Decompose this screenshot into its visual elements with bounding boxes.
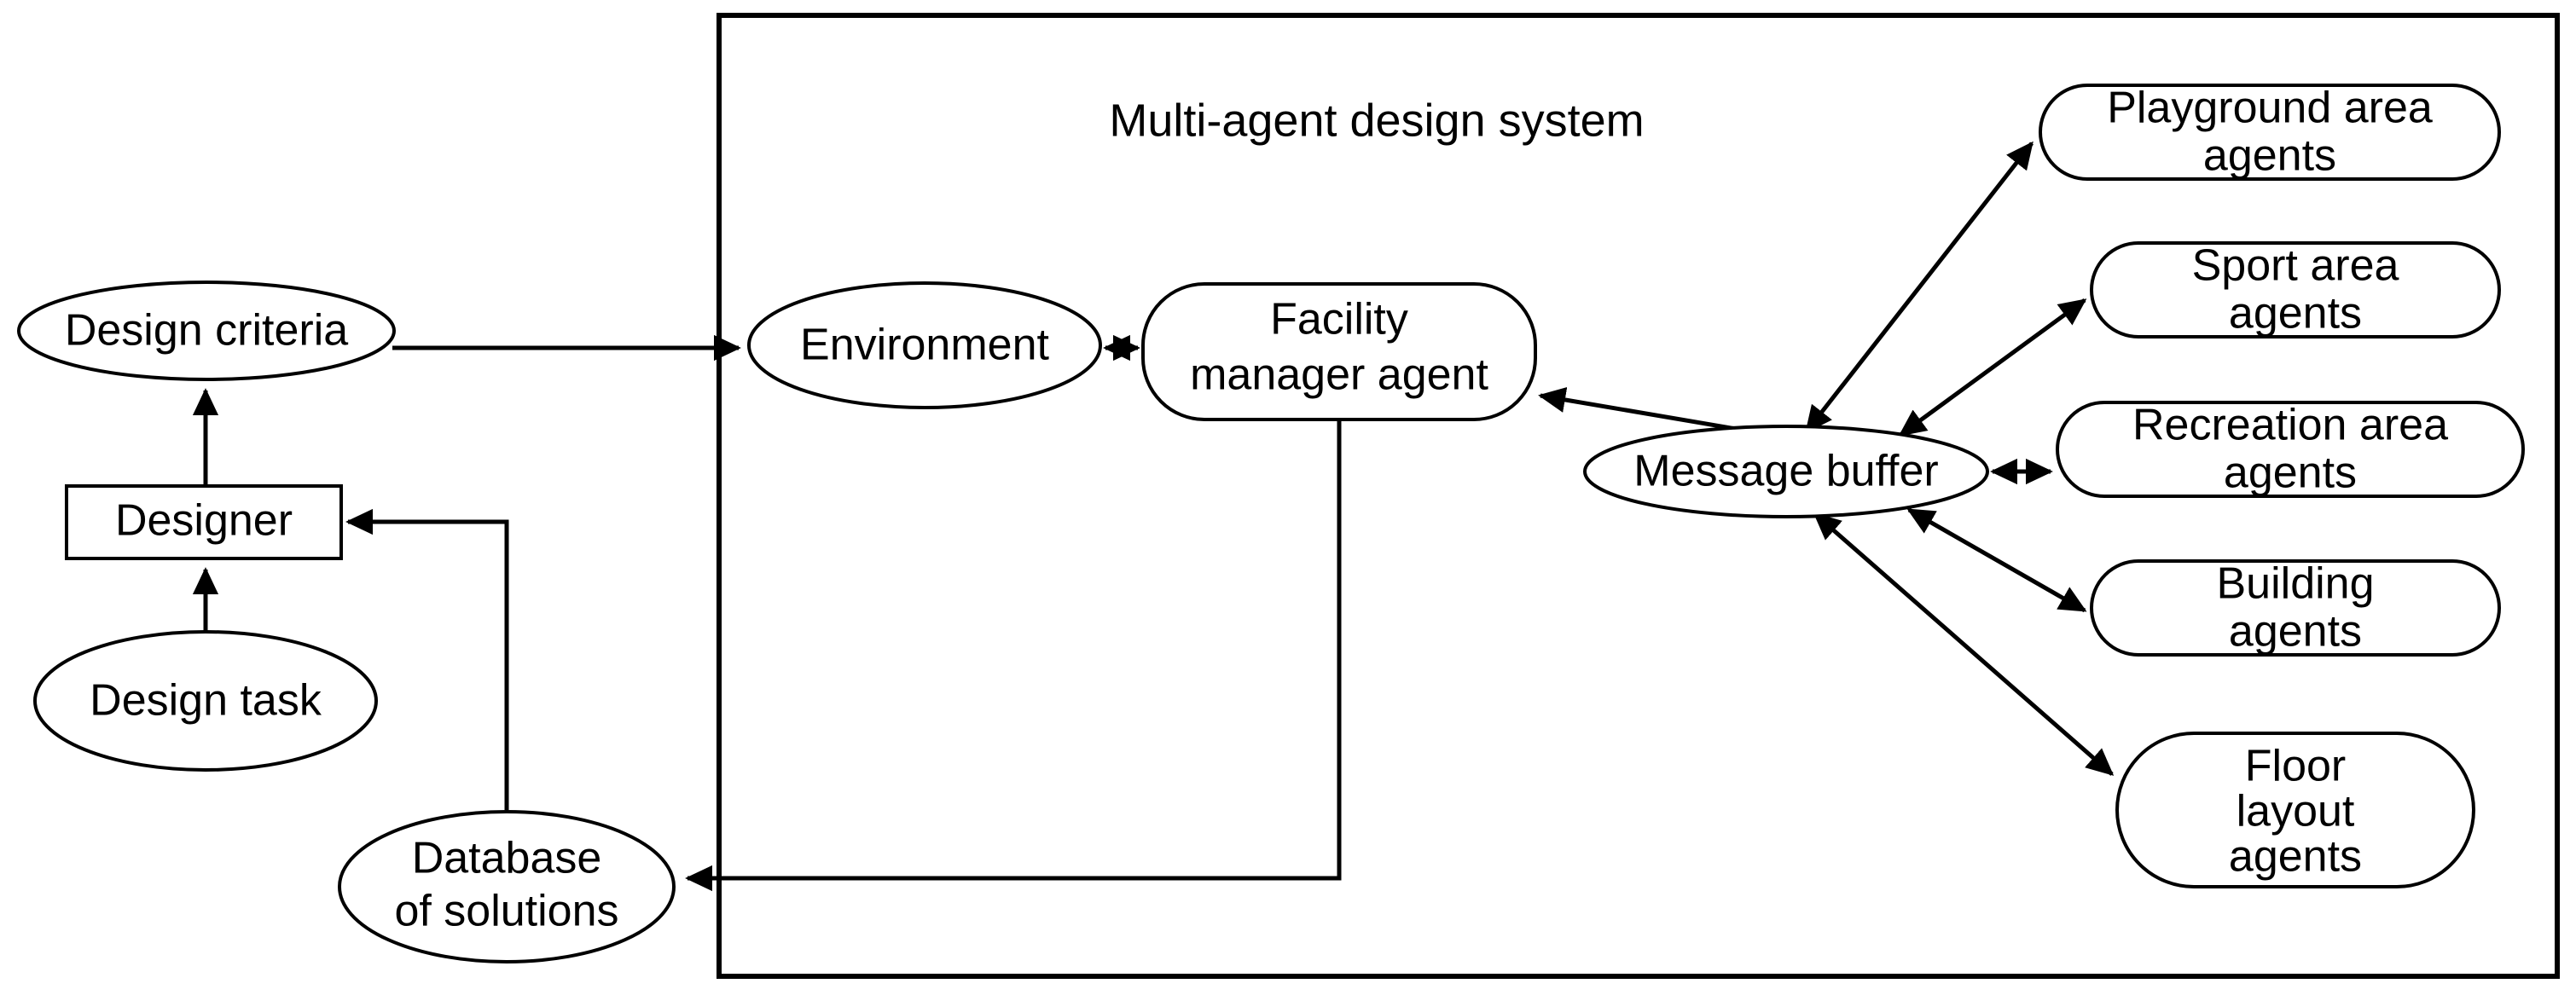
node-floor-layout-agents[interactable]: Floor layout agents [2115,732,2475,888]
floor-layout-agents-label-line1: Floor [2245,742,2346,791]
sport-area-agents-rect [2090,241,2501,338]
environment-label: Environment [800,321,1049,370]
node-facility-manager-agent[interactable]: Facility manager agent [1141,282,1537,421]
database-of-solutions-ellipse [338,810,676,963]
facility-manager-agent-label-line2: manager agent [1190,350,1488,400]
database-of-solutions-label-line1: Database [412,834,602,883]
design-task-ellipse [33,630,378,772]
facility-manager-agent-label-line1: Facility [1270,295,1408,344]
edge-message-buffer-to-building-agents [1906,507,2087,613]
multi-agent-system-container [717,13,2560,979]
message-buffer-label: Message buffer [1633,447,1938,496]
edge-database-to-designer [345,508,509,810]
sport-area-agents-label-line1: Sport area [2192,241,2399,291]
recreation-area-agents-rect [2056,401,2525,498]
building-agents-rect [2090,559,2501,657]
database-of-solutions-label-line2: of solutions [394,887,618,936]
playground-area-agents-label-line1: Playground area [2107,84,2433,133]
node-playground-area-agents[interactable]: Playground area agents [2039,84,2501,181]
edge-message-buffer-to-sport-area-agents [1898,298,2087,437]
edge-message-buffer-to-floor-layout-agents [1813,512,2115,776]
node-environment[interactable]: Environment [747,281,1102,409]
designer-label: Designer [115,496,293,546]
sport-area-agents-label-line2: agents [2229,289,2362,338]
recreation-area-agents-label-line2: agents [2224,448,2357,498]
design-criteria-label: Design criteria [65,306,348,356]
designer-rect [65,484,343,560]
node-message-buffer[interactable]: Message buffer [1583,425,1989,518]
recreation-area-agents-label-line1: Recreation area [2132,401,2448,450]
node-sport-area-agents[interactable]: Sport area agents [2090,241,2501,338]
edge-facility-manager-to-database [685,421,1342,892]
floor-layout-agents-rect [2115,732,2475,888]
building-agents-label-line2: agents [2229,607,2362,657]
container-title-label: Multi-agent design system [1109,95,1644,146]
node-recreation-area-agents[interactable]: Recreation area agents [2056,401,2525,498]
node-database-of-solutions[interactable]: Database of solutions [338,810,676,963]
node-building-agents[interactable]: Building agents [2090,559,2501,657]
message-buffer-ellipse [1583,425,1989,518]
node-design-criteria[interactable]: Design criteria [17,281,396,381]
floor-layout-agents-label-line3: agents [2229,832,2362,882]
playground-area-agents-label-line2: agents [2203,131,2336,181]
playground-area-agents-rect [2039,84,2501,181]
edge-message-buffer-to-playground-area-agents [1805,141,2034,434]
node-designer[interactable]: Designer [65,484,343,560]
floor-layout-agents-label-line2: layout [2237,787,2355,836]
design-task-label: Design task [90,676,322,726]
building-agents-label-line1: Building [2216,559,2374,609]
design-criteria-ellipse [17,281,396,381]
environment-ellipse [747,281,1102,409]
facility-manager-agent-rect [1141,282,1537,421]
node-design-task[interactable]: Design task [33,630,378,772]
